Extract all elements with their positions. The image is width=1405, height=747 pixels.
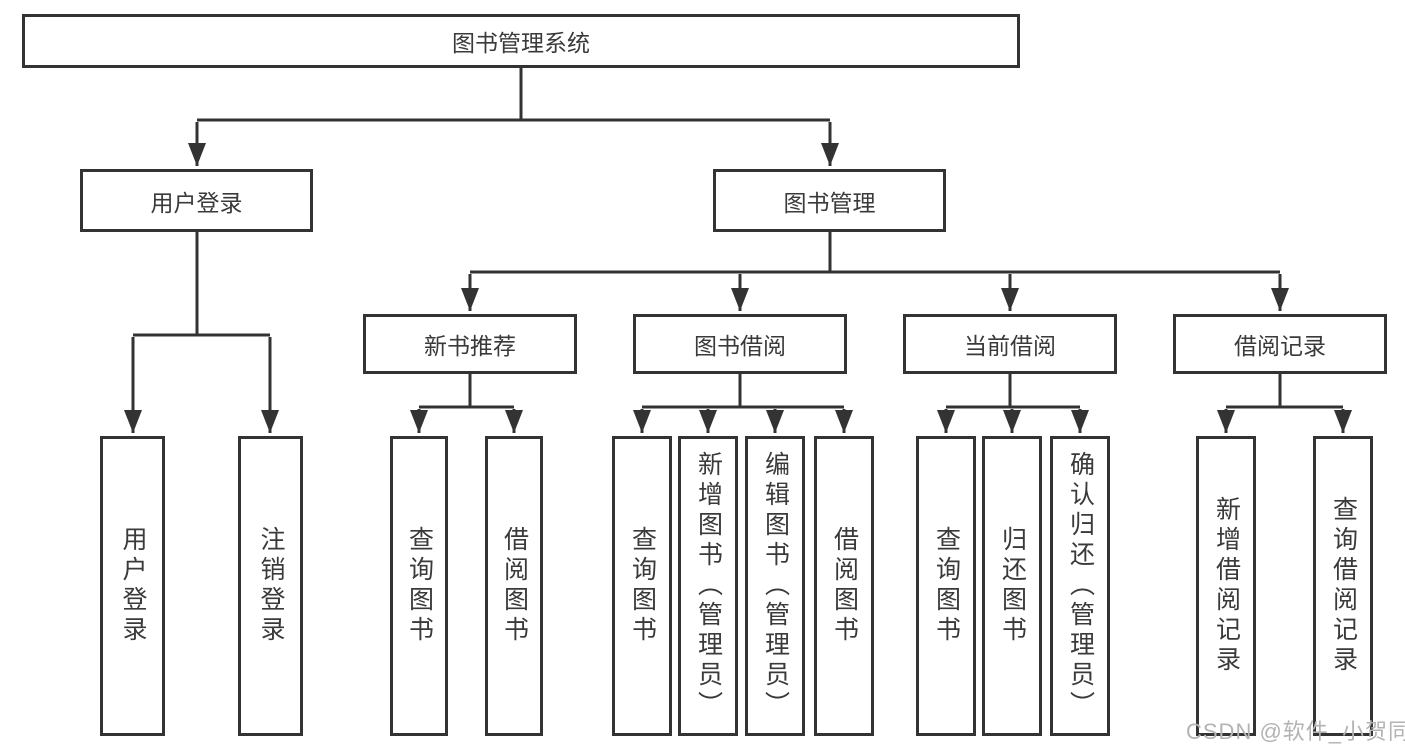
leaf-query-books-borrowing: 查询图书 <box>612 436 672 736</box>
node-new-book-recommendation-label: 新书推荐 <box>424 333 516 359</box>
connector-lines <box>133 68 1343 409</box>
connector-book-borrow-stem <box>642 374 844 409</box>
leaf-query-books-current: 查询图书 <box>916 436 976 736</box>
leaf-user-login-label: 用户登录 <box>119 526 147 646</box>
leaf-add-borrow-record-label: 新增借阅记录 <box>1212 496 1241 676</box>
leaf-borrow-books-borrowing: 借阅图书 <box>814 436 874 736</box>
node-book-management-label: 图书管理 <box>783 189 876 216</box>
leaf-edit-books-admin: 编辑图书（管理员） <box>745 436 805 736</box>
leaf-user-login: 用户登录 <box>100 436 165 736</box>
node-user-login: 用户登录 <box>80 169 313 232</box>
node-user-login-label: 用户登录 <box>150 189 243 216</box>
leaf-query-books-borrowing-label: 查询图书 <box>628 526 657 646</box>
leaf-borrow-books-recommend: 借阅图书 <box>485 436 543 736</box>
node-new-book-recommendation: 新书推荐 <box>363 314 577 374</box>
node-book-management: 图书管理 <box>713 169 946 232</box>
node-current-borrowing-label: 当前借阅 <box>964 333 1056 359</box>
leaf-add-books-admin-label: 新增图书（管理员） <box>694 451 723 721</box>
leaf-logout-label: 注销登录 <box>257 526 285 646</box>
node-current-borrowing: 当前借阅 <box>903 314 1117 374</box>
leaf-edit-books-admin-label: 编辑图书（管理员） <box>761 451 790 721</box>
leaf-borrow-books-recommend-label: 借阅图书 <box>500 526 529 646</box>
connector-new-book-stem <box>419 374 514 409</box>
connector-borrow-record-stem <box>1226 374 1343 409</box>
connector-book-management-stem <box>470 232 1280 274</box>
connector-arrows <box>124 122 1352 433</box>
leaf-query-borrow-record-label: 查询借阅记录 <box>1329 496 1358 676</box>
node-borrowing-records-label: 借阅记录 <box>1234 333 1326 359</box>
leaf-confirm-return-admin: 确认归还（管理员） <box>1050 436 1110 736</box>
leaf-confirm-return-admin-label: 确认归还（管理员） <box>1066 451 1095 721</box>
leaf-borrow-books-borrowing-label: 借阅图书 <box>830 526 859 646</box>
node-borrowing-records: 借阅记录 <box>1173 314 1387 374</box>
connector-user-login-stem <box>133 232 270 337</box>
leaf-add-books-admin: 新增图书（管理员） <box>678 436 738 736</box>
node-library-management-system-label: 图书管理系统 <box>452 30 590 56</box>
connector-current-borrow-stem <box>946 374 1080 409</box>
leaf-query-books-recommend-label: 查询图书 <box>405 526 434 646</box>
leaf-return-books: 归还图书 <box>982 436 1042 736</box>
leaf-query-books-recommend: 查询图书 <box>390 436 448 736</box>
csdn-watermark: CSDN @软件_小贺同学 <box>1186 719 1405 744</box>
leaf-query-books-current-label: 查询图书 <box>932 526 961 646</box>
node-book-borrowing: 图书借阅 <box>633 314 847 374</box>
leaf-query-borrow-record: 查询借阅记录 <box>1313 436 1373 736</box>
leaf-return-books-label: 归还图书 <box>998 526 1027 646</box>
node-library-management-system: 图书管理系统 <box>22 14 1020 68</box>
connector-root-stem <box>197 68 830 122</box>
node-book-borrowing-label: 图书借阅 <box>694 333 786 359</box>
leaf-add-borrow-record: 新增借阅记录 <box>1196 436 1256 736</box>
leaf-logout: 注销登录 <box>238 436 303 736</box>
